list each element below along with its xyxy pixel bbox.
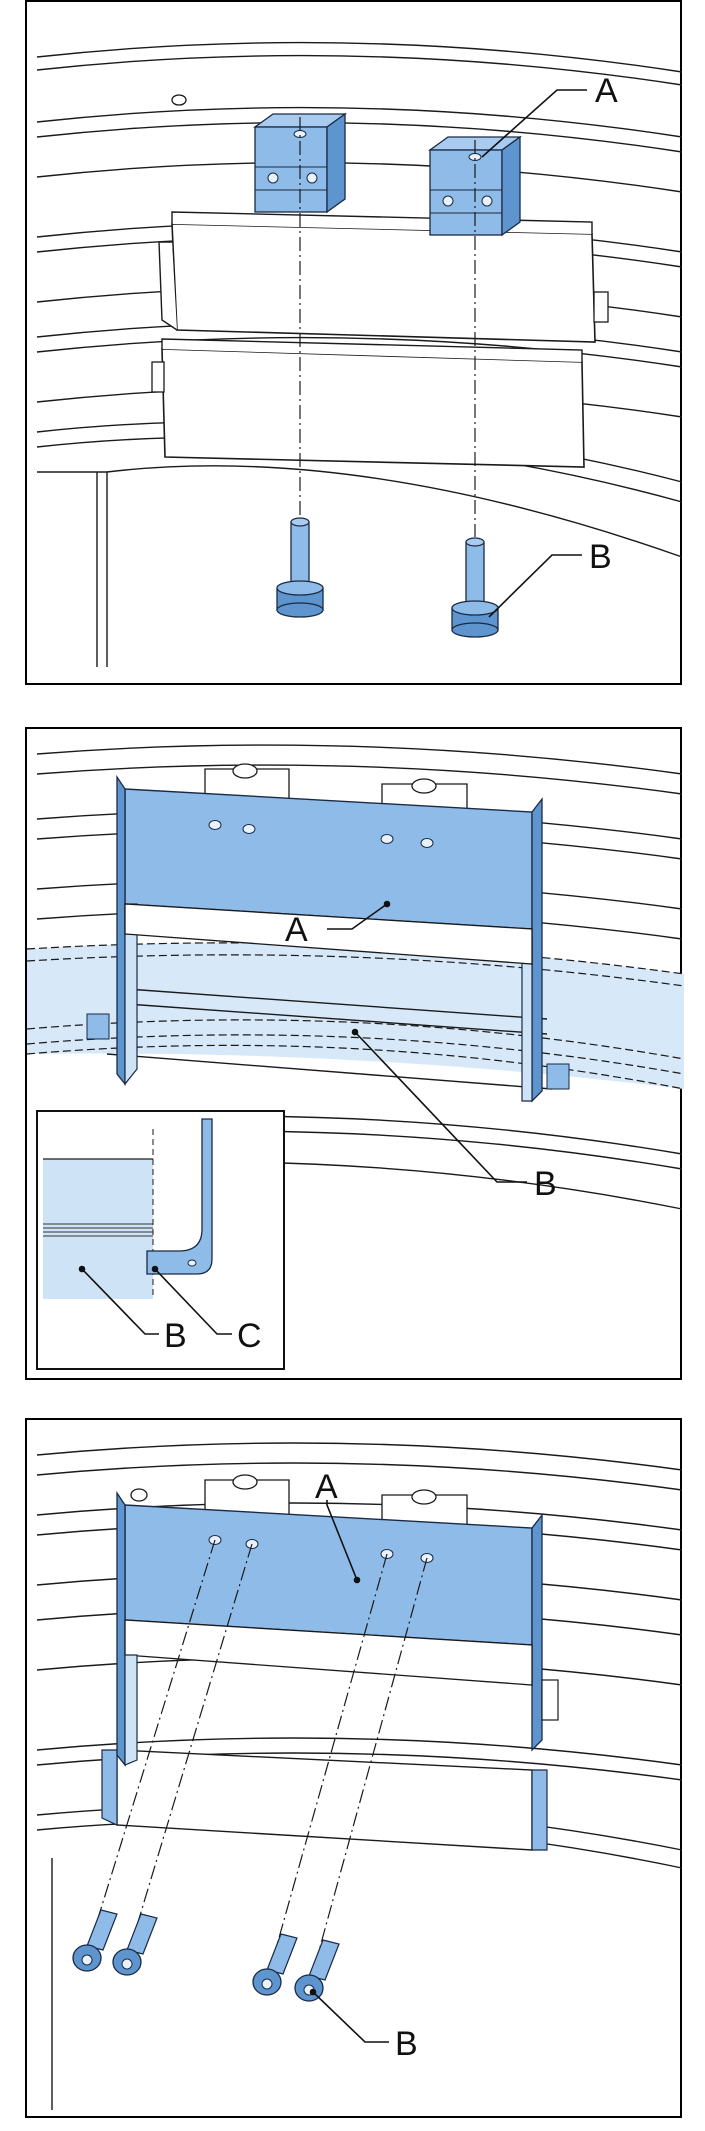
inset-callout-b: B [164, 1317, 187, 1355]
leader-lines [327, 900, 527, 1183]
bolt-left [276, 517, 324, 618]
inset-callout-c: C [237, 1317, 262, 1355]
bracket-a [86, 774, 570, 1103]
assembly-lines [299, 117, 476, 537]
callout-a: A [285, 911, 308, 949]
clamp-block-right [427, 135, 523, 237]
screw-4 [294, 1939, 340, 2002]
leader-lines [481, 89, 587, 618]
callout-a: A [595, 72, 618, 110]
callout-b: B [534, 1165, 557, 1203]
rail-screw-head [171, 94, 187, 106]
step-1-panel: A B [25, 0, 683, 685]
callout-a: A [315, 1468, 338, 1506]
lower-plate [101, 1749, 548, 1851]
lower-wall [37, 465, 683, 667]
upper-plate [158, 211, 609, 343]
screw-3 [252, 1933, 298, 1996]
step-3-panel: A B [25, 1418, 683, 2118]
step-1-illustration: A B [36, 41, 683, 667]
rail-screw-head [130, 1488, 148, 1502]
callout-b: B [589, 538, 612, 576]
assembly-lines [94, 1539, 428, 1959]
bolt-right [451, 537, 499, 638]
leader-lines [309, 1500, 389, 2043]
step-3-illustration: A B [36, 1442, 683, 2110]
detail-inset: B C [36, 1110, 285, 1370]
bracket-a [116, 1490, 559, 1767]
step-2-illustration: A B B C [27, 744, 684, 1370]
screw-1 [72, 1909, 118, 1972]
lower-plate [151, 338, 585, 468]
callout-b: B [395, 2025, 418, 2063]
clamp-block-left [252, 112, 348, 214]
plate-b-transparent [27, 942, 684, 1090]
screw-2 [112, 1913, 158, 1976]
step-2-panel: A B B C [25, 727, 684, 1380]
